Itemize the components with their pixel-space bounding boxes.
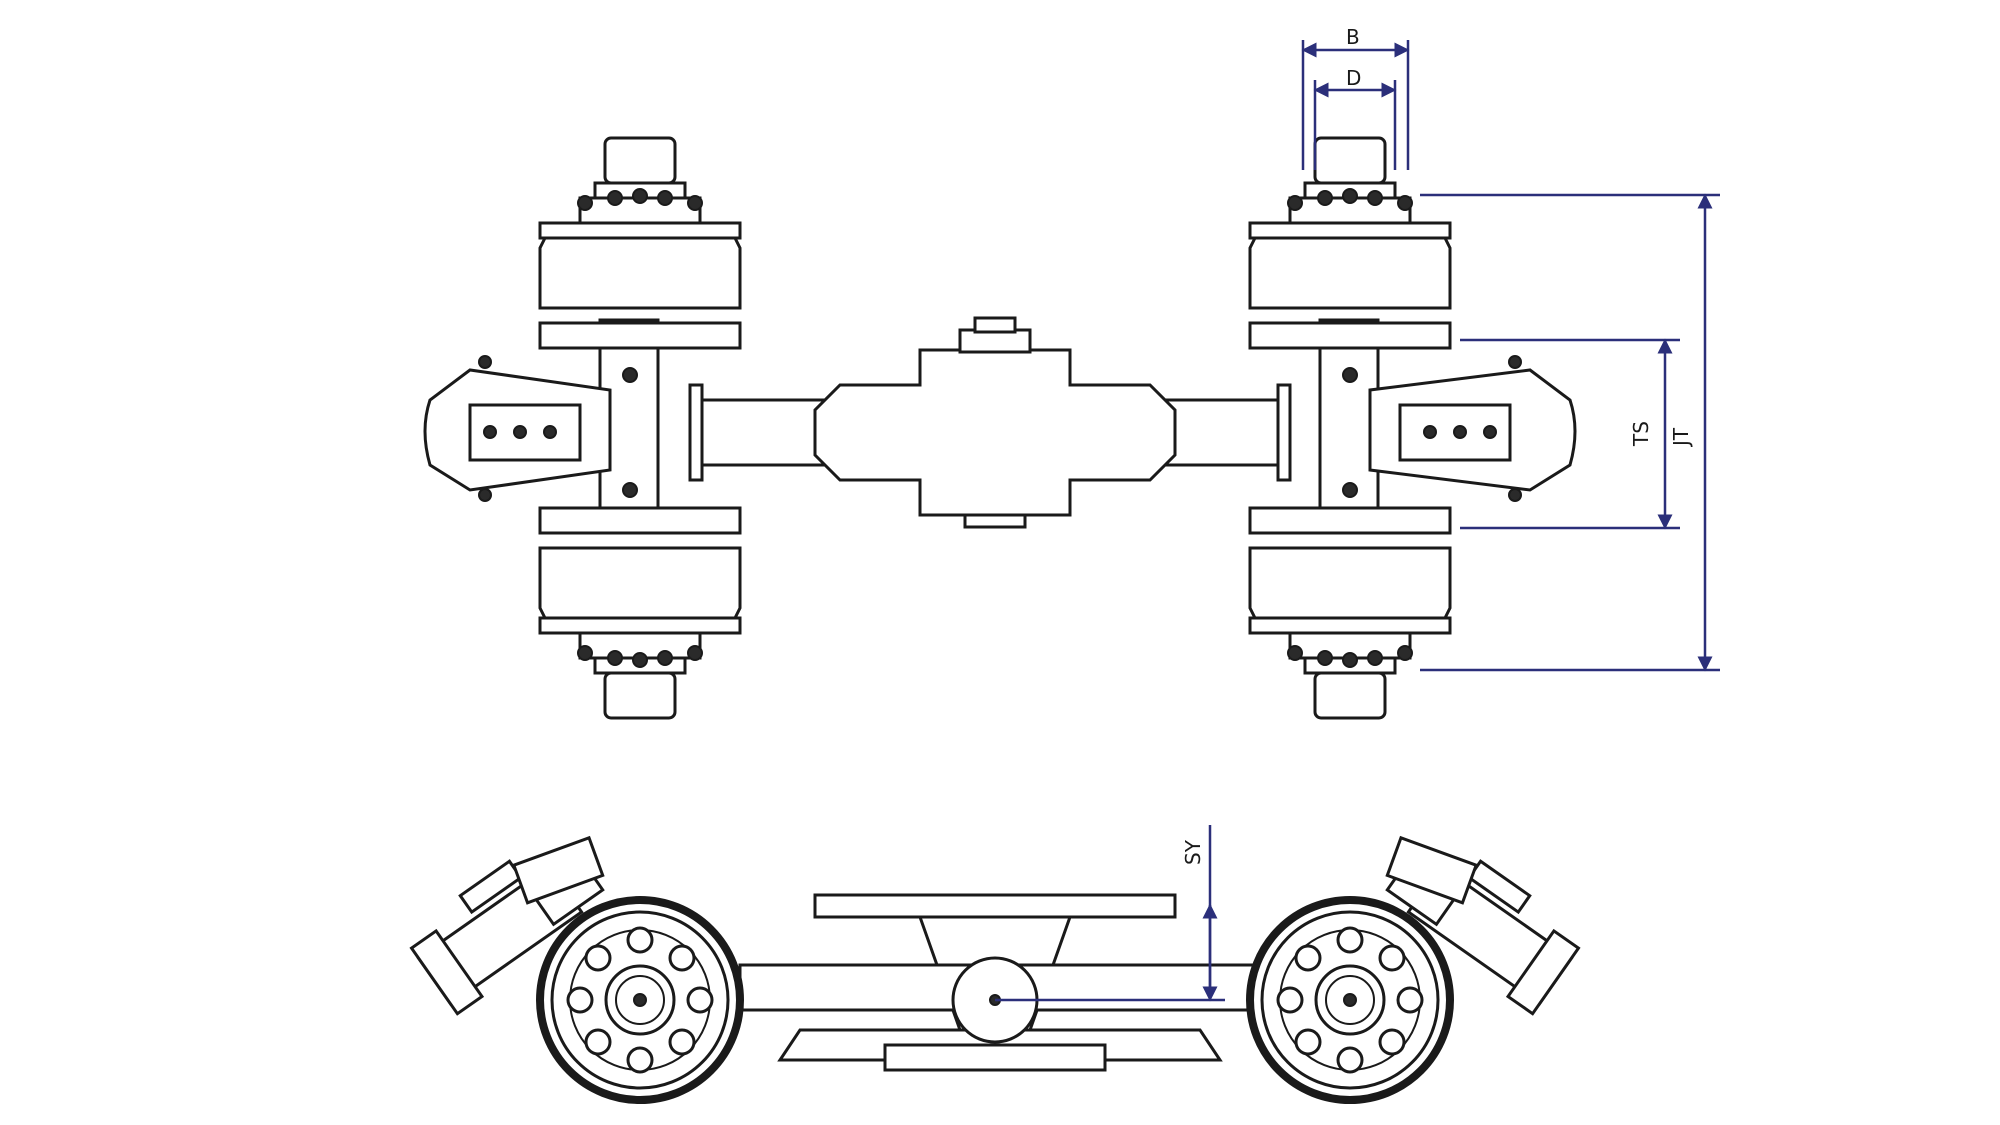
left-wheel xyxy=(540,900,740,1100)
dimension-sy: SY xyxy=(995,825,1225,1002)
top-plate xyxy=(813,893,1177,919)
top-view: B D TS JT xyxy=(423,25,1720,720)
right-wheel-station xyxy=(1248,136,1577,720)
dimension-d: D xyxy=(1313,66,1397,170)
dimension-jt: JT xyxy=(1420,193,1720,672)
dimension-b-label: B xyxy=(1346,25,1360,49)
dimension-ts: TS xyxy=(1460,338,1680,530)
dimension-jt-label: JT xyxy=(1669,427,1693,448)
side-view: SY xyxy=(409,825,1581,1100)
dimension-d-label: D xyxy=(1346,66,1361,90)
dimension-ts-label: TS xyxy=(1629,421,1653,447)
center-saddle xyxy=(813,348,1177,517)
right-wheel xyxy=(1250,900,1450,1100)
dimension-sy-label: SY xyxy=(1181,839,1205,865)
dimension-b: B xyxy=(1301,25,1410,170)
left-wheel-station xyxy=(423,136,742,720)
